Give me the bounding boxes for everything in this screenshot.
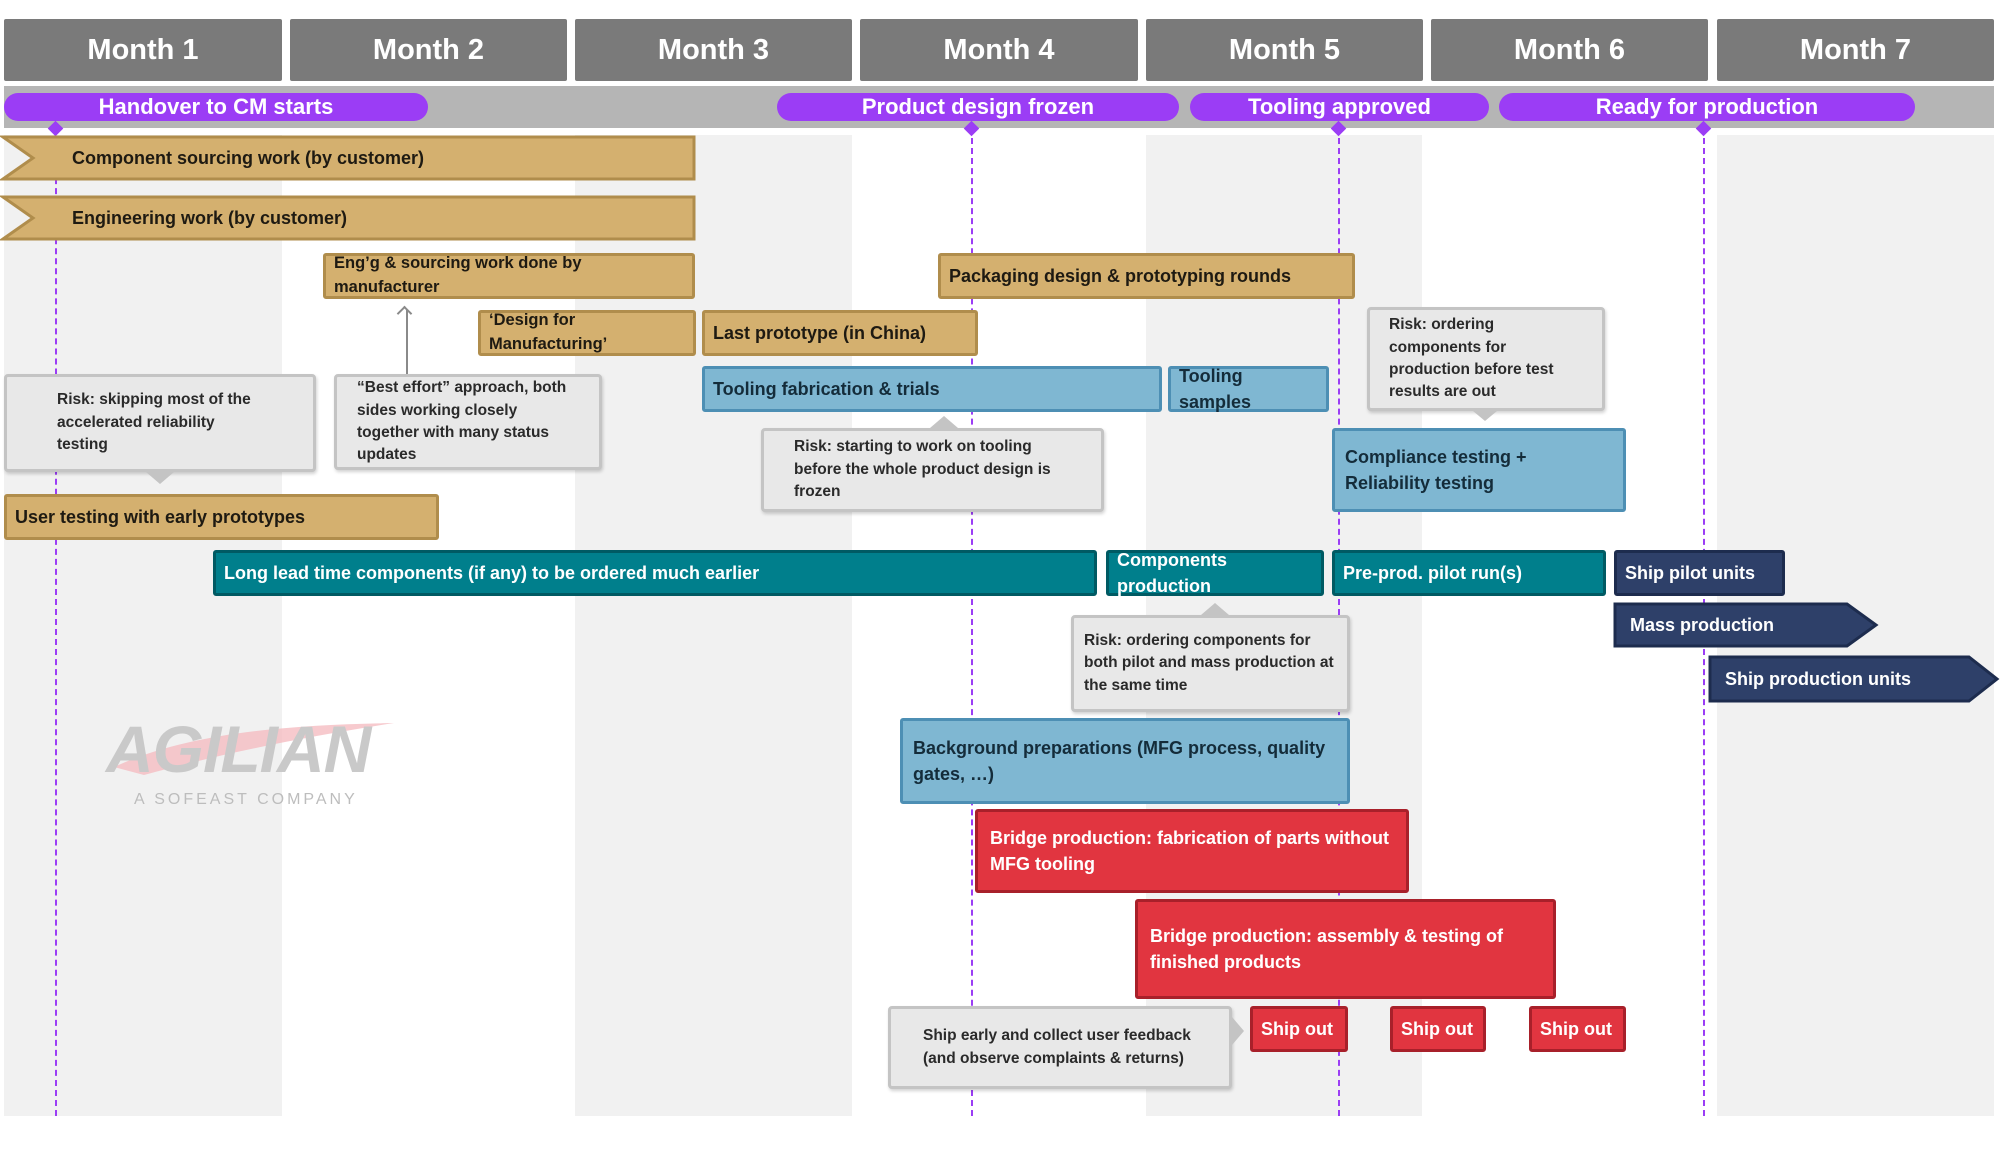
risk-tooling-pointer [930, 416, 958, 428]
month-header-6: Month 6 [1431, 19, 1708, 81]
risk-reliability-pointer [146, 472, 174, 484]
bridge-parts-bar: Bridge production: fabrication of parts … [975, 809, 1409, 893]
engineering-label: Engineering work (by customer) [72, 208, 348, 228]
month-header-7: Month 7 [1717, 19, 1994, 81]
month-header-4: Month 4 [860, 19, 1138, 81]
logo-swoosh [114, 723, 394, 775]
logo-tagline: A SOFEAST COMPANY [134, 791, 358, 808]
month-header-3: Month 3 [575, 19, 852, 81]
engineering-bar-shape [0, 195, 696, 241]
month-header-5: Month 5 [1146, 19, 1423, 81]
risk-ordering-tests-pointer [1473, 411, 1497, 421]
long-lead-components-bar: Long lead time components (if any) to be… [213, 550, 1097, 596]
component-sourcing-bar-shape [0, 135, 696, 181]
ship-out-button-3: Ship out [1529, 1006, 1626, 1052]
milestone-tooling-approved: Tooling approved [1190, 93, 1489, 121]
background-preparations-bar: Background preparations (MFG process, qu… [900, 718, 1350, 804]
component-sourcing-label: Component sourcing work (by customer) [72, 148, 425, 168]
milestone-handover: Handover to CM starts [4, 93, 428, 121]
last-prototype-bar: Last prototype (in China) [702, 310, 978, 356]
month-1-column [4, 135, 282, 1116]
ship-production-units-arrow [1708, 655, 2000, 703]
ship-out-button-2: Ship out [1390, 1006, 1486, 1052]
milestone-design-frozen: Product design frozen [777, 93, 1179, 121]
milestone-line-design-frozen [971, 128, 973, 1116]
risk-pilot-mass-pointer [1201, 603, 1229, 615]
ship-early-pointer [1232, 1017, 1244, 1045]
month-header-2: Month 2 [290, 19, 567, 81]
risk-ordering-tests-note: Risk: ordering components for production… [1367, 307, 1605, 411]
mass-production-label: Mass production [1630, 615, 1775, 635]
compliance-testing-bar: Compliance testing + Reliability testing [1332, 428, 1626, 512]
month-header-1: Month 1 [4, 19, 282, 81]
mass-production-arrow [1613, 602, 1879, 648]
user-testing-bar: User testing with early prototypes [4, 494, 439, 540]
components-production-bar: Components production [1106, 550, 1324, 596]
milestone-line-handover [55, 128, 57, 1116]
ship-production-units-label: Ship production units [1725, 669, 1911, 689]
ship-early-note: Ship early and collect user feedback (an… [888, 1006, 1232, 1089]
ship-pilot-units-bar: Ship pilot units [1614, 550, 1785, 596]
risk-reliability-note: Risk: skipping most of the accelerated r… [4, 374, 316, 472]
preprod-pilot-run-bar: Pre-prod. pilot run(s) [1332, 550, 1606, 596]
tooling-fabrication-bar: Tooling fabrication & trials [702, 366, 1162, 412]
dfm-bar: ‘Design for Manufacturing’ [478, 310, 696, 356]
bridge-assembly-bar: Bridge production: assembly & testing of… [1135, 899, 1556, 999]
risk-pilot-mass-note: Risk: ordering components for both pilot… [1071, 615, 1350, 712]
up-arrow-icon [396, 305, 413, 322]
best-effort-arrow-line [406, 310, 408, 374]
risk-tooling-note: Risk: starting to work on tooling before… [761, 428, 1104, 512]
ship-out-button-1: Ship out [1250, 1006, 1348, 1052]
engg-sourcing-manufacturer-bar: Eng’g & sourcing work done by manufactur… [323, 253, 695, 299]
packaging-design-bar: Packaging design & prototyping rounds [938, 253, 1355, 299]
logo-wordmark: AGILIAN [106, 712, 371, 786]
milestone-ready-production: Ready for production [1499, 93, 1915, 121]
tooling-samples-bar: Tooling samples [1168, 366, 1329, 412]
best-effort-note: “Best effort” approach, both sides worki… [334, 374, 602, 470]
agilian-logo: AGILIAN A SOFEAST COMPANY [104, 705, 404, 815]
